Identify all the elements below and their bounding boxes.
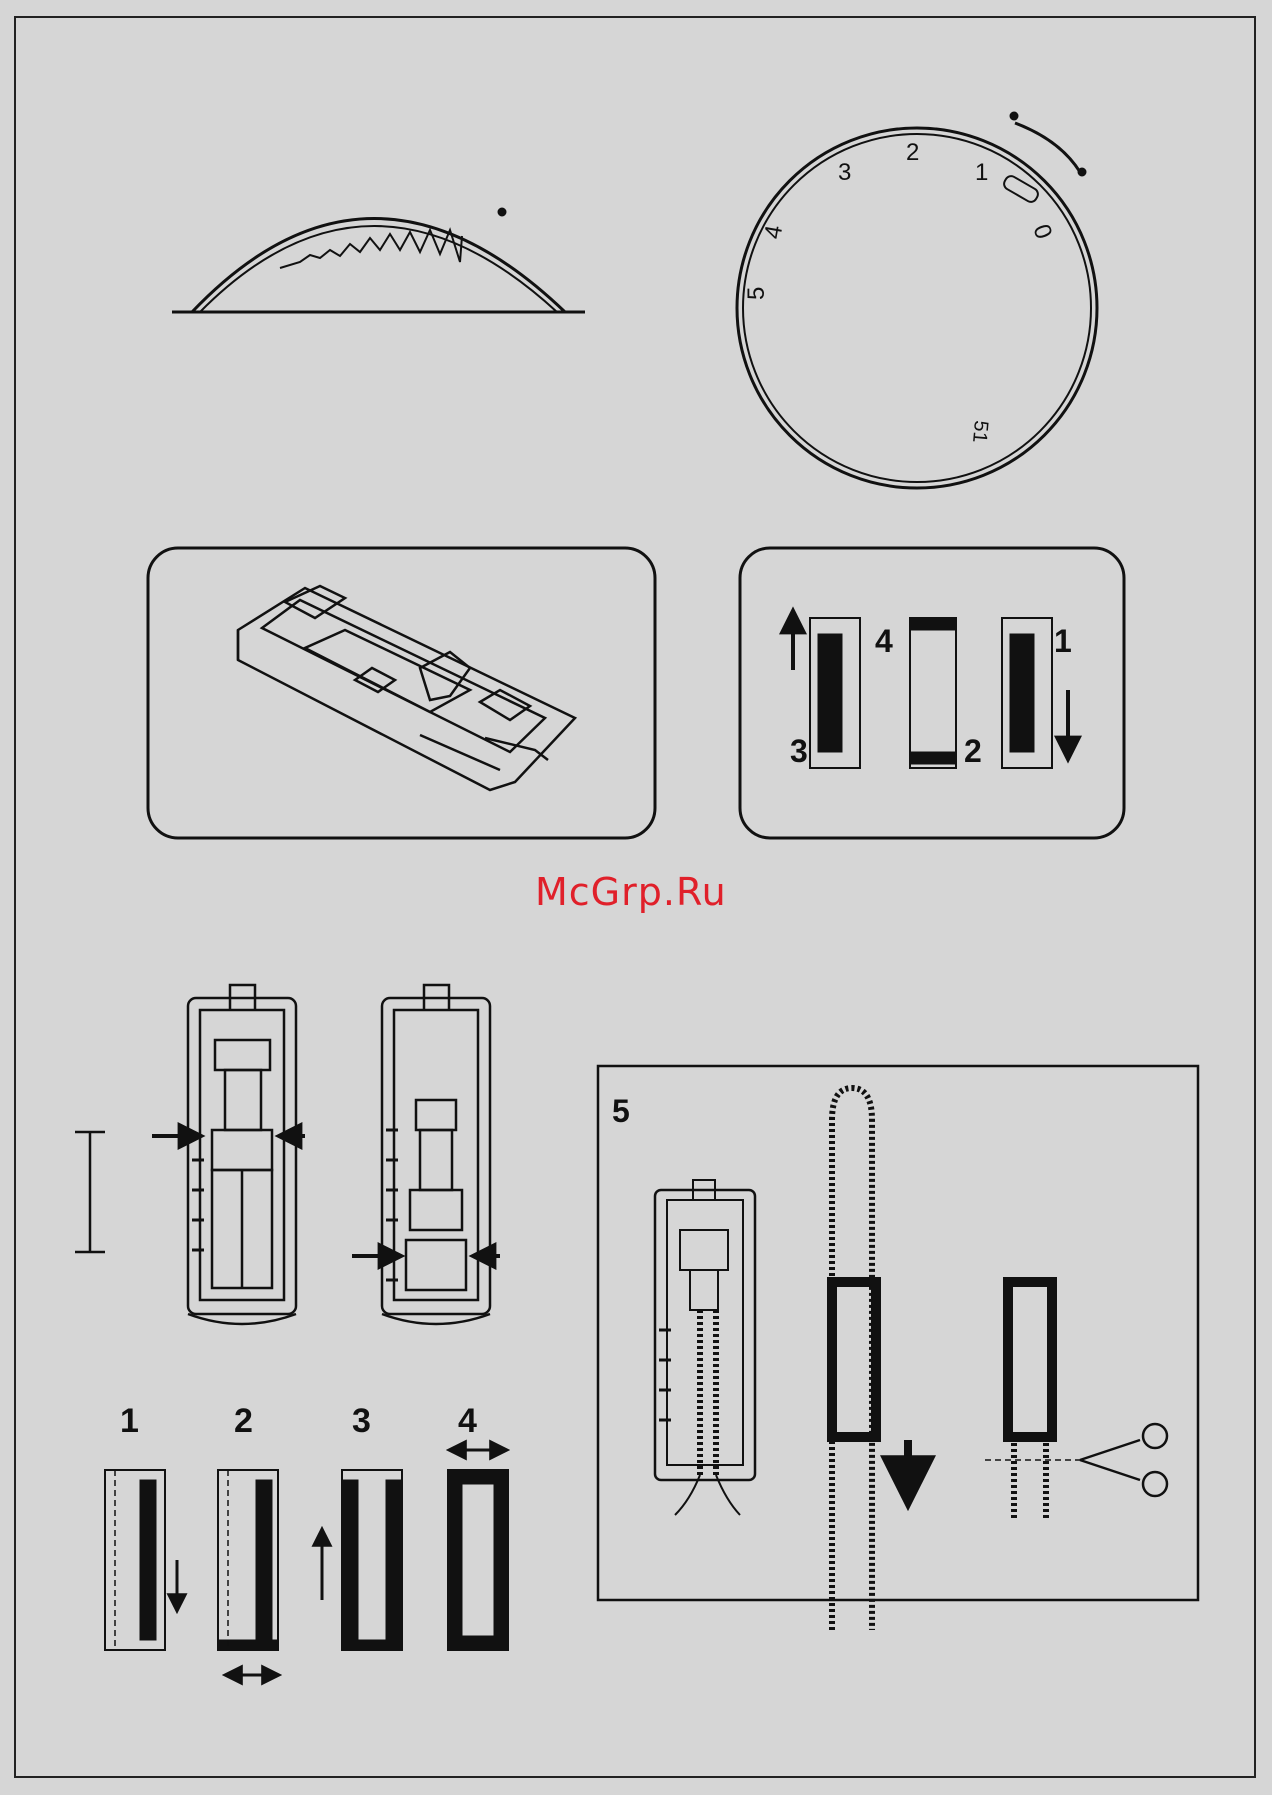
- buttonhole-sequence-panel: [740, 548, 1124, 838]
- stitch-dome-illustration: [172, 208, 585, 312]
- step-label-2: 2: [234, 1402, 253, 1440]
- dial-mark-51: 51: [968, 420, 992, 444]
- panel-label-4: 4: [875, 623, 893, 659]
- buttonhole-steps: [105, 1450, 508, 1675]
- cording-box: [598, 1066, 1198, 1630]
- dial-mark-0: 0: [1027, 221, 1057, 243]
- panel-label-2: 2: [964, 733, 982, 769]
- step-label-3: 3: [352, 1402, 371, 1440]
- presser-foot-panel: [148, 548, 655, 838]
- panel-label-1: 1: [1054, 623, 1072, 659]
- dial-mark-3: 3: [838, 159, 851, 186]
- watermark-text: McGrp.Ru: [535, 870, 727, 914]
- dial-mark-1: 1: [975, 159, 988, 186]
- step-label-1: 1: [120, 1402, 139, 1440]
- dial-mark-5: 5: [743, 287, 770, 300]
- box5-label: 5: [612, 1093, 630, 1129]
- step-label-4: 4: [458, 1402, 477, 1440]
- panel-label-3: 3: [790, 733, 808, 769]
- stitch-length-dial: [737, 112, 1097, 488]
- dial-mark-2: 2: [906, 139, 919, 166]
- buttonhole-foot-drawings: [75, 985, 500, 1324]
- dial-mark-4: 4: [759, 223, 788, 241]
